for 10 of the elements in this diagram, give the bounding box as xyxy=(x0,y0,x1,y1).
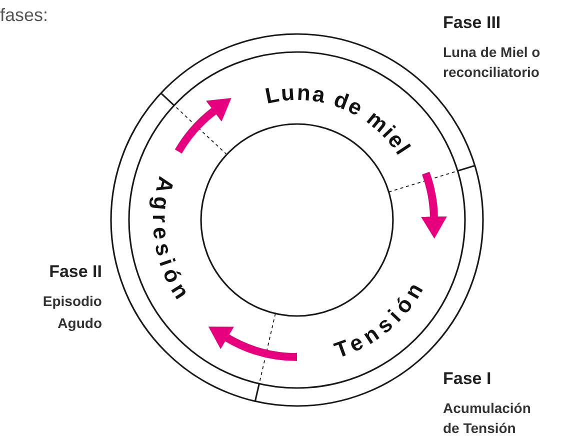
cycle-arrow xyxy=(420,172,447,239)
phase-description: Episodio Agudo xyxy=(42,292,102,333)
phase-heading: Fase III xyxy=(443,12,501,34)
phase-heading: Fase I xyxy=(443,368,492,390)
cycle-arrow xyxy=(174,97,231,154)
cycle-arrow xyxy=(208,326,298,361)
intro-text: fases: xyxy=(0,4,48,27)
phase-description: Luna de Miel o reconciliatorio xyxy=(443,43,542,82)
phase-heading: Fase II xyxy=(48,261,102,283)
phase-description: Acumulación de Tensión xyxy=(443,399,532,438)
